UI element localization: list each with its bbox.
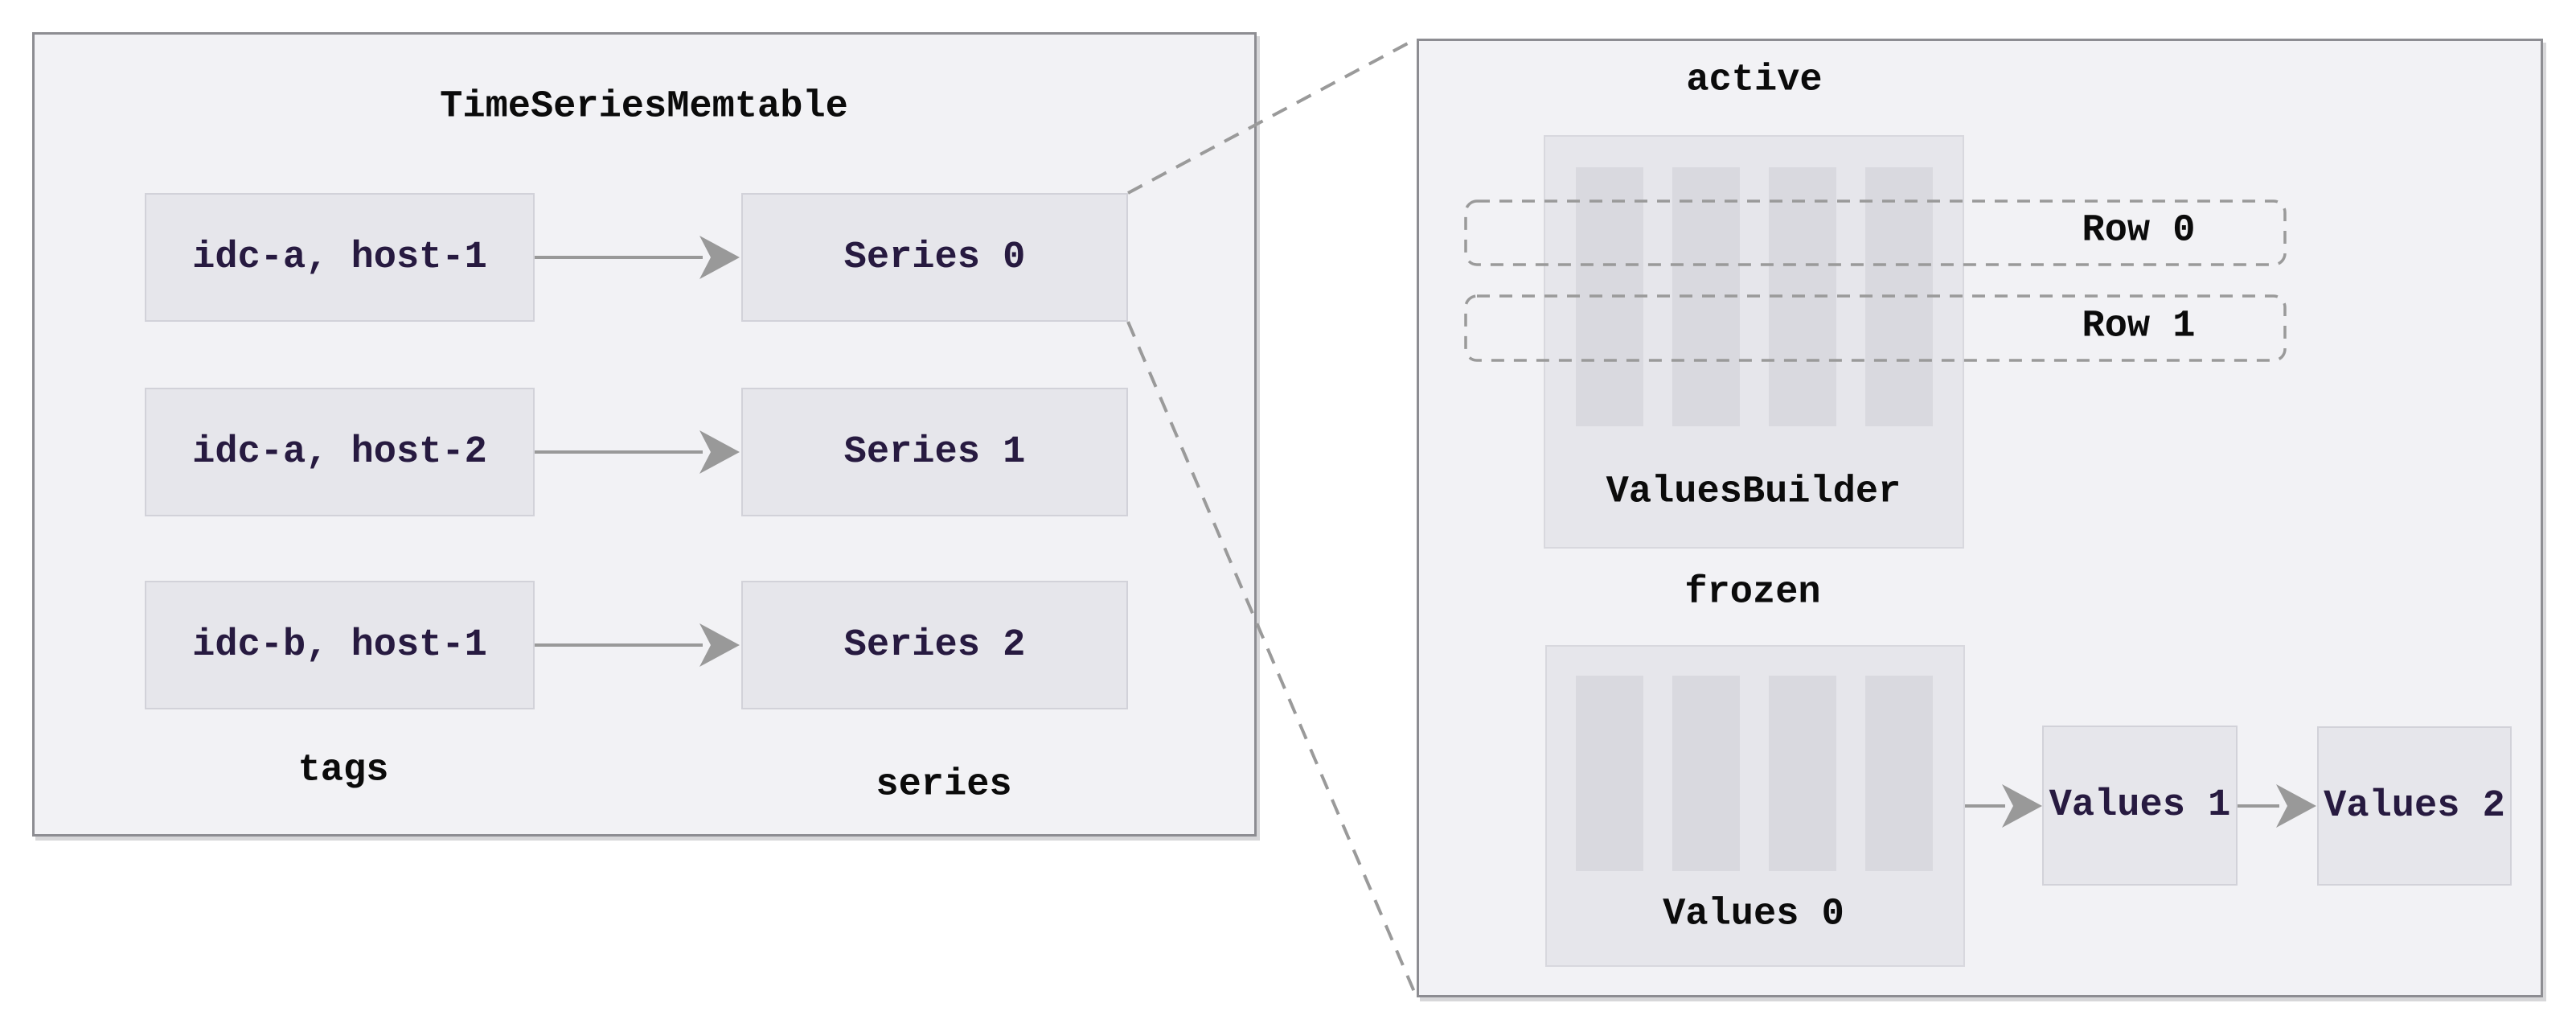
- values-0-column-bar: [1672, 676, 1740, 871]
- series-node-0-label: Series 0: [843, 236, 1026, 279]
- series-column-label: series: [876, 763, 1012, 807]
- values-2-node: Values 2: [2317, 726, 2512, 886]
- values-builder-label: ValuesBuilder: [1606, 471, 1901, 514]
- tag-node-2: idc-b, host-1: [145, 581, 535, 709]
- values-2-label: Values 2: [2324, 784, 2505, 828]
- values-0-column-bar: [1576, 676, 1643, 871]
- tag-node-0: idc-a, host-1: [145, 193, 535, 322]
- values-1-label: Values 1: [2049, 784, 2231, 827]
- memtable-panel-title: TimeSeriesMemtable: [440, 85, 848, 129]
- values-builder-column-bar: [1865, 167, 1933, 426]
- values-1-node: Values 1: [2042, 726, 2238, 886]
- values-builder-column-bar: [1672, 167, 1740, 426]
- series-node-2: Series 2: [741, 581, 1128, 709]
- tag-node-2-label: idc-b, host-1: [192, 623, 487, 667]
- tag-node-0-label: idc-a, host-1: [192, 236, 487, 279]
- values-0-column-bar: [1865, 676, 1933, 871]
- row-1-label: Row 1: [2082, 305, 2196, 348]
- tag-node-1-label: idc-a, host-2: [192, 430, 487, 474]
- series-node-0: Series 0: [741, 193, 1128, 322]
- series-node-2-label: Series 2: [843, 623, 1026, 667]
- values-builder-column-bar: [1769, 167, 1836, 426]
- active-section-label: active: [1686, 59, 1823, 102]
- tag-node-1: idc-a, host-2: [145, 388, 535, 516]
- frozen-section-label: frozen: [1684, 571, 1821, 615]
- values-0-column-bar: [1769, 676, 1836, 871]
- series-node-1-label: Series 1: [843, 430, 1026, 474]
- tags-column-label: tags: [297, 749, 389, 792]
- row-0-label: Row 0: [2082, 209, 2196, 253]
- values-builder-column-bar: [1576, 167, 1643, 426]
- series-node-1: Series 1: [741, 388, 1128, 516]
- values-0-label: Values 0: [1663, 893, 1844, 936]
